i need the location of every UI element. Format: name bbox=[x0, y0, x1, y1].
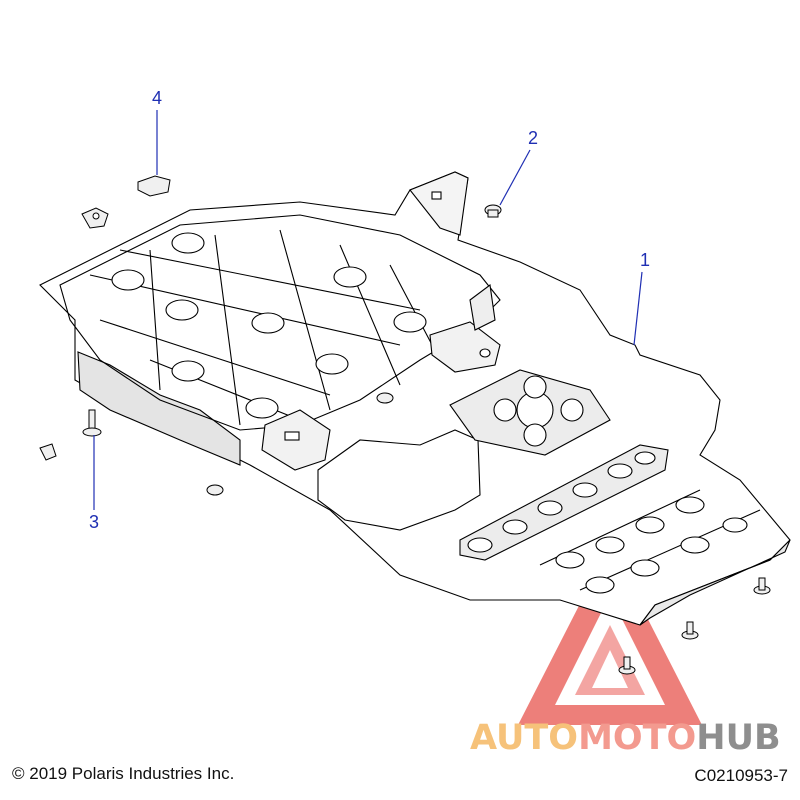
leader-lines bbox=[93, 110, 643, 510]
watermark-moto: MOTO bbox=[578, 718, 697, 758]
fastener-rivet-2 bbox=[484, 204, 502, 218]
watermark-triangle-logo bbox=[518, 545, 702, 725]
callout-3: 3 bbox=[88, 512, 99, 532]
watermark-hub: HUB bbox=[696, 718, 781, 758]
callout-4: 4 bbox=[151, 88, 162, 108]
copyright-text: © 2019 Polaris Industries Inc. bbox=[12, 764, 235, 783]
fastener-screw-3 bbox=[39, 392, 771, 675]
callout-2: 2 bbox=[527, 128, 538, 148]
skid-plate bbox=[39, 171, 791, 626]
fastener-clip-4 bbox=[81, 175, 171, 229]
callout-1: 1 bbox=[639, 250, 650, 270]
diagram-code: C0210953-7 bbox=[694, 766, 788, 785]
watermark-logo-text: AUTOMOTOHUB bbox=[470, 718, 781, 758]
watermark-auto: AUTO bbox=[470, 718, 579, 758]
